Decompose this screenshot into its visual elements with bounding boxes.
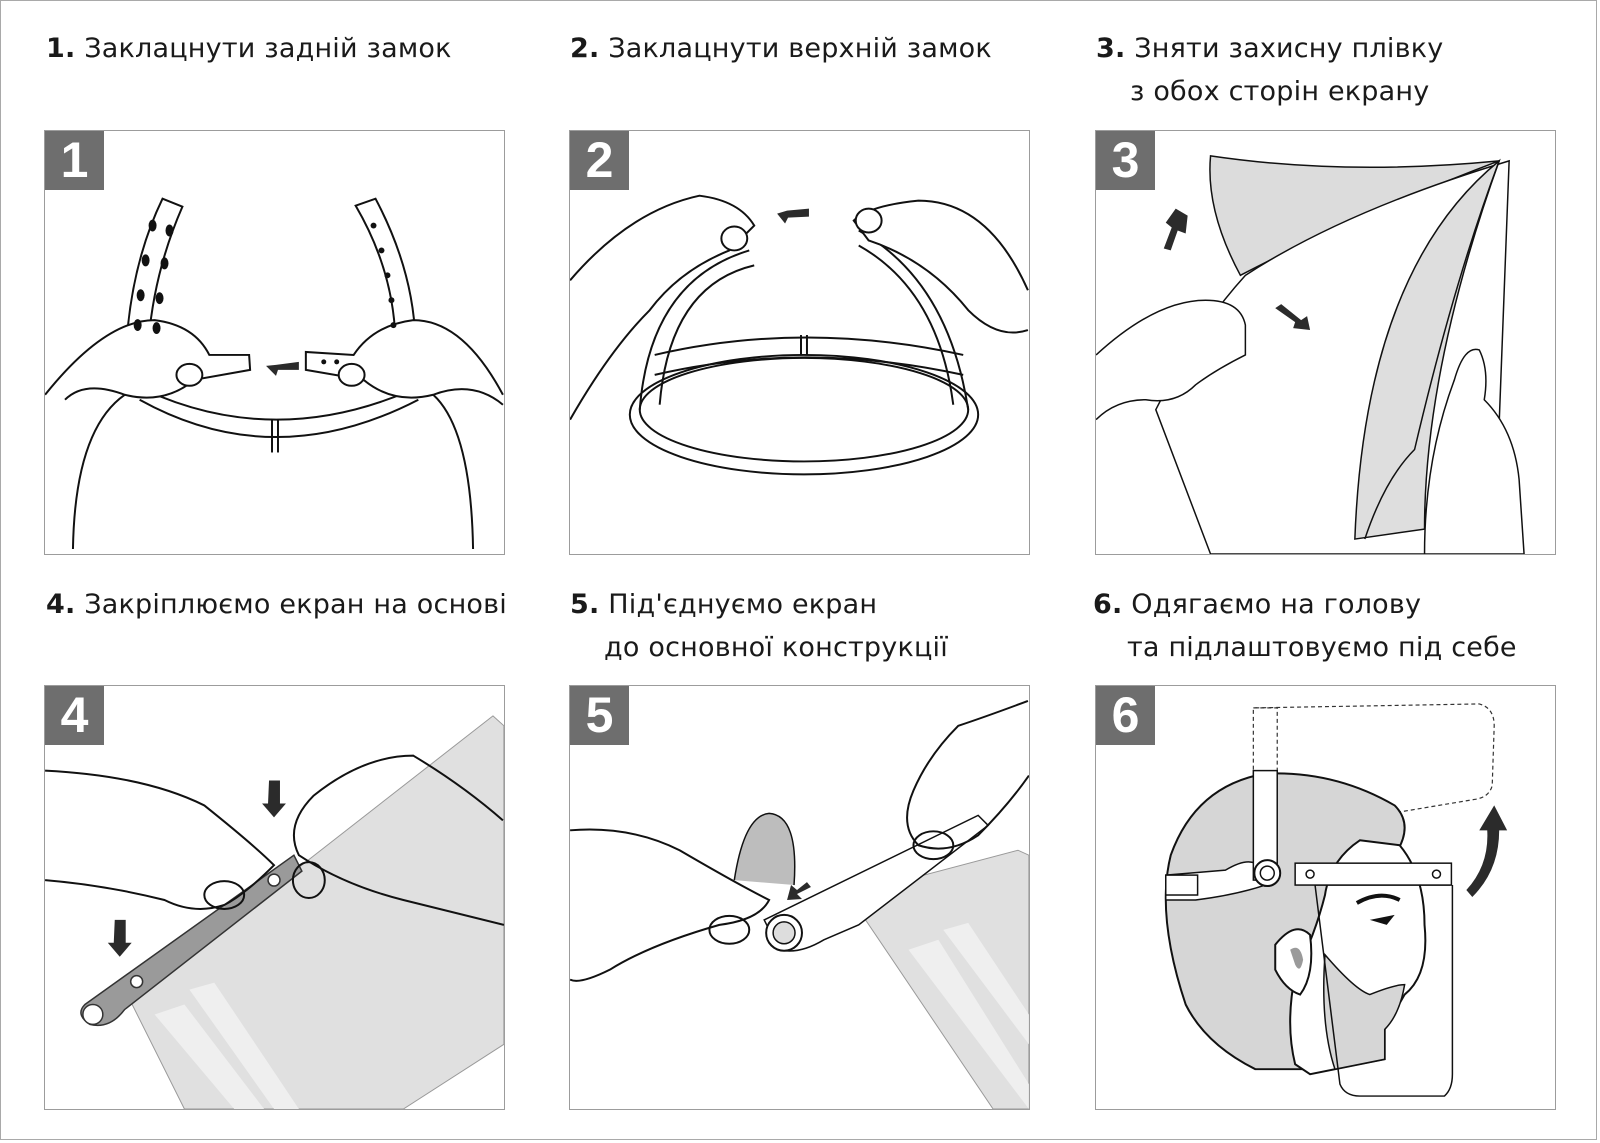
connect-shield-illustration xyxy=(570,699,1029,1109)
left-hand xyxy=(570,828,771,982)
step-1-caption: 1. Заклацнути задній замок xyxy=(46,27,452,70)
step-badge: 1 xyxy=(45,131,104,190)
step-text: Закріплюємо екран на основі xyxy=(84,589,507,620)
step-number: 4. xyxy=(46,589,76,620)
left-hand xyxy=(45,769,276,910)
wear-face-shield-illustration xyxy=(1164,703,1508,1097)
left-strap xyxy=(125,197,184,342)
visor xyxy=(1300,864,1454,1097)
step-badge: 6 xyxy=(1096,686,1155,745)
step-3-caption: 3. Зняти захисну плівку з обох сторін ек… xyxy=(1096,27,1443,113)
step-text-line2: з обох сторін екрану xyxy=(1130,76,1430,107)
headband-arc xyxy=(124,378,434,439)
step-number: 6. xyxy=(1093,589,1123,620)
torso-outline xyxy=(71,393,475,550)
arrow-down-icon xyxy=(107,919,132,957)
step-5-caption: 5. Під'єднуємо екран до основної констру… xyxy=(570,583,948,669)
headband-ring xyxy=(628,353,980,476)
eye xyxy=(1369,914,1395,925)
arrow-left-icon xyxy=(266,361,299,376)
arrow-down-right-icon xyxy=(1275,304,1311,331)
step-badge: 5 xyxy=(570,686,629,745)
beard xyxy=(1323,952,1406,1071)
step-badge: 3 xyxy=(1096,131,1155,190)
headband-rear-lock-illustration xyxy=(45,197,504,550)
top-strap xyxy=(638,229,970,410)
step-number: 1. xyxy=(46,33,76,64)
step-6-caption: 6. Одягаємо на голову та підлаштовуємо п… xyxy=(1093,583,1517,669)
step-text: Заклацнути задній замок xyxy=(84,33,452,64)
right-hand xyxy=(906,699,1029,850)
left-hand xyxy=(45,319,252,401)
arrow-down-icon xyxy=(262,780,286,818)
attach-shield-illustration xyxy=(45,715,504,1109)
step-3-illustration: 3 xyxy=(1095,130,1556,555)
arrow-up-icon xyxy=(1163,208,1188,251)
step-text-line2: та підлаштовуємо під себе xyxy=(1127,632,1517,663)
left-hand xyxy=(1096,299,1247,421)
right-hand xyxy=(292,754,504,926)
step-text-line2: до основної конструкції xyxy=(604,632,948,663)
step-4-illustration: 4 xyxy=(44,685,505,1110)
shield-highlight xyxy=(154,982,299,1109)
arrow-left-icon xyxy=(777,208,809,224)
step-1-illustration: 1 xyxy=(44,130,505,555)
step-2-caption: 2. Заклацнути верхній замок xyxy=(570,27,992,70)
ear xyxy=(1274,928,1313,996)
step-4-caption: 4. Закріплюємо екран на основі xyxy=(46,583,507,626)
raised-shield-outline xyxy=(1255,703,1495,836)
top-strap xyxy=(733,812,796,886)
step-text: Одягаємо на голову xyxy=(1131,589,1422,620)
protective-film-side xyxy=(1354,158,1501,540)
step-text: Заклацнути верхній замок xyxy=(608,33,992,64)
step-text: Під'єднуємо екран xyxy=(608,589,878,620)
step-2-illustration: 2 xyxy=(569,130,1030,555)
step-number: 2. xyxy=(570,33,600,64)
remove-film-illustration xyxy=(1096,155,1525,554)
right-strap xyxy=(354,197,417,342)
step-6-illustration: 6 xyxy=(1095,685,1556,1110)
step-badge: 4 xyxy=(45,686,104,745)
right-hand xyxy=(852,199,1029,334)
right-hand xyxy=(1423,348,1525,554)
arrow-up-icon xyxy=(1466,805,1508,898)
eyebrow xyxy=(1355,893,1401,905)
step-badge: 2 xyxy=(570,131,629,190)
right-hand xyxy=(304,319,504,406)
step-5-illustration: 5 xyxy=(569,685,1030,1110)
headband-top-lock-illustration xyxy=(570,194,1029,476)
step-text: Зняти захисну плівку xyxy=(1134,33,1444,64)
step-number: 3. xyxy=(1096,33,1126,64)
step-number: 5. xyxy=(570,589,600,620)
arrow-down-left-icon xyxy=(787,882,811,900)
